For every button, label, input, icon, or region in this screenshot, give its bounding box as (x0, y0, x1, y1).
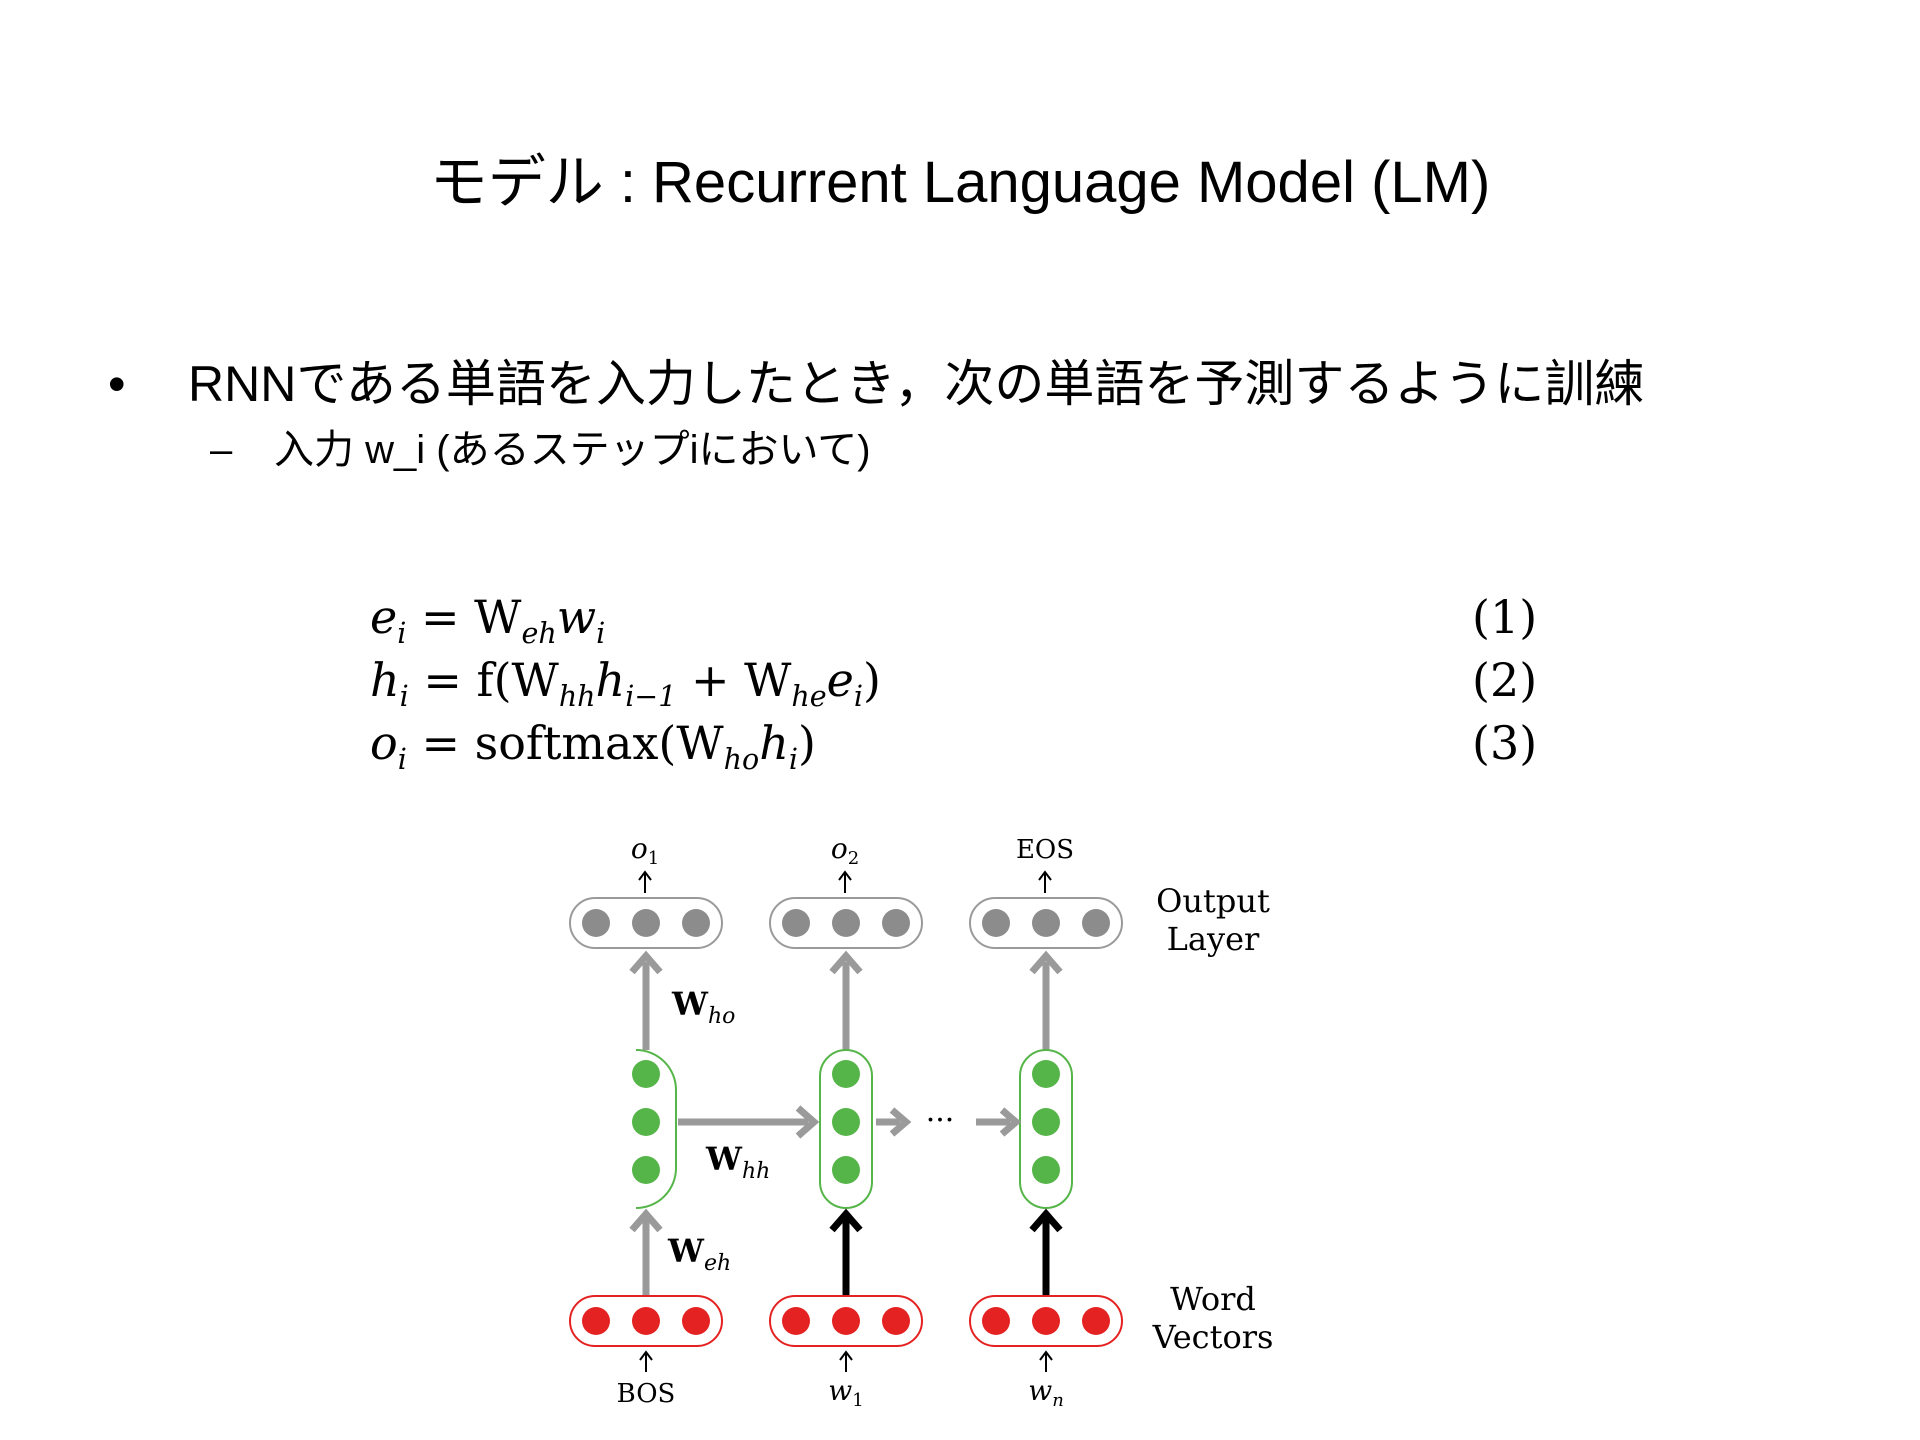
equation-3: oi = softmax(Whohi) (370, 714, 816, 789)
eq2-tail3-sub: i (853, 680, 864, 714)
output-node-group-1 (569, 897, 723, 949)
input-node-group-1 (569, 1295, 723, 1347)
output-node-group-3 (969, 897, 1123, 949)
output-node (832, 909, 860, 937)
whh-label: Whh (705, 1140, 770, 1184)
equation-2-number: (2) (1472, 653, 1538, 707)
word-vectors-label-2: Vectors (1152, 1318, 1274, 1356)
input-node (782, 1307, 810, 1335)
input-label-wn: wn (1028, 1374, 1064, 1411)
eq2-tail-sub: i−1 (625, 680, 677, 714)
output-label-1: o1 (631, 832, 659, 869)
input-node-group-2 (769, 1295, 923, 1347)
input-node (632, 1307, 660, 1335)
input-label-arrows (639, 1350, 1053, 1372)
recurrent-arrows (678, 1105, 1022, 1139)
equation-1: ei = Wehwi (370, 588, 605, 663)
who-label: Who (671, 985, 735, 1029)
input-node (882, 1307, 910, 1335)
eq1-tail-sub: i (596, 617, 606, 651)
eq2-tail2-sub: he (791, 680, 827, 714)
eq1-lhs: e (370, 590, 398, 644)
eq2-tail2: + W (676, 653, 792, 707)
input-node (1032, 1307, 1060, 1335)
eq2-close: ) (863, 653, 881, 707)
eq2-lhs: h (370, 653, 400, 707)
bullet-item: • RNNである単語を入力したとき，次の単語を予測するように訓練 (108, 352, 1644, 416)
hidden-node (832, 1156, 860, 1184)
output-layer-label-2: Layer (1167, 920, 1260, 958)
eq3-tail: h (759, 716, 789, 770)
hidden-node-group-1 (635, 1049, 677, 1209)
output-node (982, 909, 1010, 937)
hidden-node (832, 1108, 860, 1136)
eq1-rhs-sub: eh (521, 617, 557, 651)
input-node (682, 1307, 710, 1335)
eq1-rhs: = W (420, 590, 522, 644)
dash-icon: – (210, 428, 233, 472)
eq3-lhs: o (370, 716, 398, 770)
equation-3-number: (3) (1472, 716, 1538, 770)
eq2-lhs-sub: i (399, 680, 409, 714)
sub-bullet-item: –入力 w_i (あるステップiにおいて) (210, 424, 871, 476)
output-label-arrows (638, 870, 1052, 893)
input-to-hidden-arrows (629, 1208, 1063, 1296)
input-node-group-3 (969, 1295, 1123, 1347)
equation-1-number: (1) (1472, 590, 1538, 644)
output-label-2: o2 (831, 832, 859, 869)
eq2-tail3: e (826, 653, 854, 707)
input-node (982, 1307, 1010, 1335)
output-layer (569, 897, 1123, 949)
sub-bullet-text: 入力 w_i (あるステップiにおいて) (274, 428, 871, 472)
output-node (1082, 909, 1110, 937)
eq3-tail-sub: i (788, 743, 798, 777)
ellipsis: ··· (926, 1103, 955, 1138)
hidden-node (832, 1060, 860, 1088)
output-node (632, 909, 660, 937)
bullet-text: RNNである単語を入力したとき，次の単語を予測するように訓練 (188, 356, 1645, 412)
slide-title: モデル : Recurrent Language Model (LM) (429, 150, 1491, 215)
eq3-lhs-sub: i (397, 743, 407, 777)
eq1-tail: w (556, 590, 597, 644)
eq2-rhs-sub: hh (558, 680, 596, 714)
eq3-rhs: = softmax(W (421, 716, 724, 770)
output-layer-label-1: Output (1156, 882, 1270, 920)
eq1-lhs-sub: i (397, 617, 407, 651)
hidden-node (632, 1108, 660, 1136)
hidden-node (632, 1156, 660, 1184)
hidden-node (1032, 1060, 1060, 1088)
output-node (882, 909, 910, 937)
bullet-dot-icon: • (108, 356, 126, 412)
hidden-node (1032, 1156, 1060, 1184)
output-node-group-2 (769, 897, 923, 949)
output-label-eos: EOS (1016, 835, 1074, 865)
hidden-node (632, 1060, 660, 1088)
eq2-rhs: = f(W (423, 653, 559, 707)
weh-label: Weh (667, 1232, 731, 1276)
word-vectors-label-1: Word (1170, 1280, 1256, 1318)
output-node (682, 909, 710, 937)
hidden-node-group-3 (1019, 1049, 1073, 1209)
input-node (1082, 1307, 1110, 1335)
hidden-layer (632, 1049, 1073, 1209)
input-label-w1: w1 (828, 1374, 863, 1411)
output-node (1032, 909, 1060, 937)
hidden-node (1032, 1108, 1060, 1136)
input-node (582, 1307, 610, 1335)
eq2-tail: h (595, 653, 626, 707)
equation-2: hi = f(Whhhi−1 + Wheei) (370, 651, 881, 726)
input-node (832, 1307, 860, 1335)
output-node (782, 909, 810, 937)
output-node (582, 909, 610, 937)
word-vector-layer (569, 1295, 1123, 1347)
hidden-node-group-2 (819, 1049, 873, 1209)
input-label-bos: BOS (617, 1379, 676, 1409)
hidden-to-output-arrows (629, 950, 1063, 1050)
eq3-close: ) (797, 716, 816, 770)
eq3-rhs-sub: ho (723, 743, 760, 777)
